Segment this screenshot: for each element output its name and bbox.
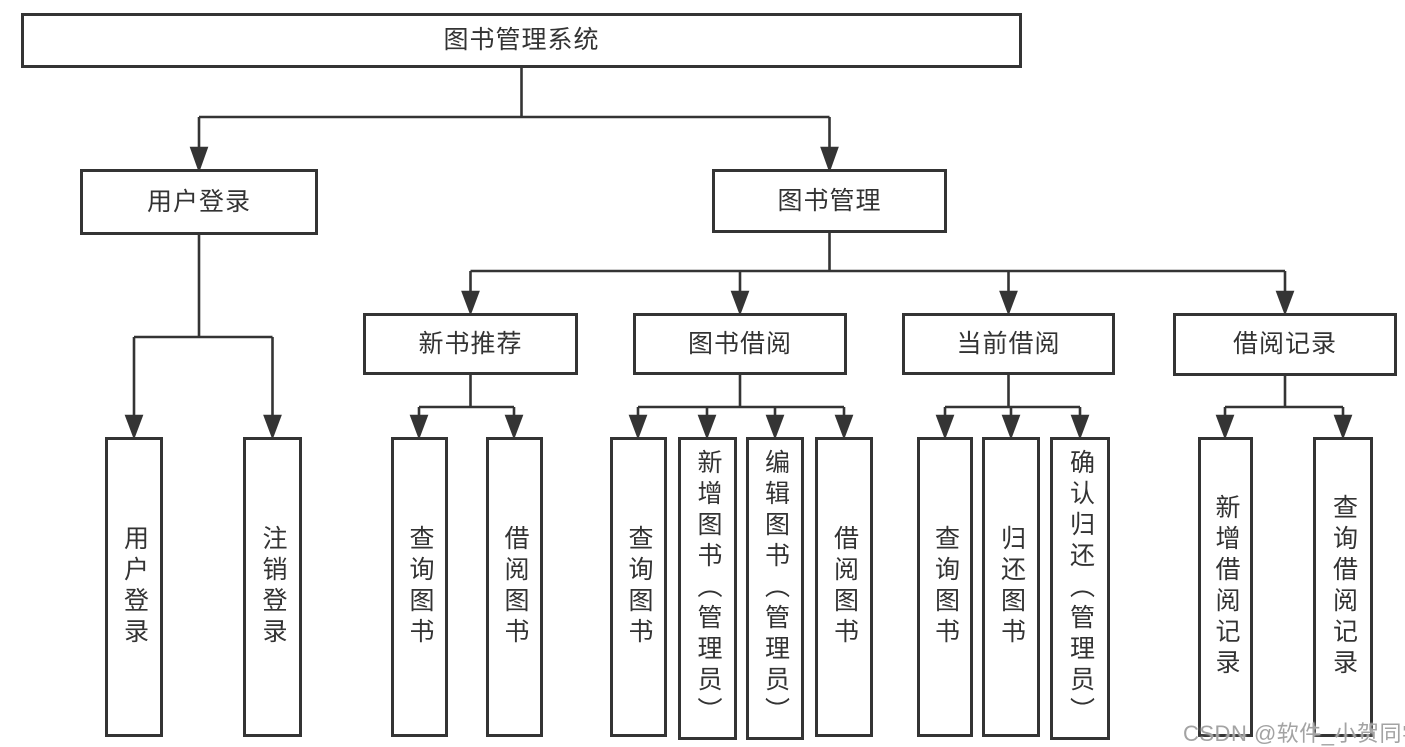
leaf-logout-login: 注销登录 <box>243 437 302 737</box>
node-user-login: 用户登录 <box>80 169 318 235</box>
node-borrow-records-label: 借阅记录 <box>1232 330 1337 358</box>
leaf-add-book-admin-label: 新增图书（管理员） <box>694 449 722 728</box>
leaf-query-book-borrow: 查询图书 <box>610 437 667 737</box>
leaf-logout-login-label: 注销登录 <box>259 525 287 649</box>
leaf-edit-book-admin-label: 编辑图书（管理员） <box>761 449 790 728</box>
leaf-borrow-book-borrow-label: 借阅图书 <box>830 525 859 649</box>
node-root-system: 图书管理系统 <box>21 13 1022 68</box>
leaf-query-book-recommend-label: 查询图书 <box>406 525 434 649</box>
leaf-user-login: 用户登录 <box>105 437 163 737</box>
leaf-user-login-label: 用户登录 <box>120 525 149 649</box>
node-book-borrow: 图书借阅 <box>633 313 847 375</box>
node-new-book-recommend: 新书推荐 <box>363 313 578 375</box>
leaf-borrow-book-recommend-label: 借阅图书 <box>501 525 529 649</box>
leaf-query-book-recommend: 查询图书 <box>391 437 448 737</box>
leaf-query-borrow-record: 查询借阅记录 <box>1313 437 1373 737</box>
node-user-login-label: 用户登录 <box>146 187 251 216</box>
node-book-management-label: 图书管理 <box>777 186 882 215</box>
node-current-borrow: 当前借阅 <box>902 313 1115 375</box>
leaf-add-book-admin: 新增图书（管理员） <box>678 437 737 740</box>
leaf-borrow-book-borrow: 借阅图书 <box>815 437 873 737</box>
leaf-borrow-book-recommend: 借阅图书 <box>486 437 543 737</box>
leaf-add-borrow-record: 新增借阅记录 <box>1198 437 1253 737</box>
node-current-borrow-label: 当前借阅 <box>956 329 1061 358</box>
node-new-book-recommend-label: 新书推荐 <box>418 329 523 358</box>
leaf-confirm-return-admin: 确认归还（管理员） <box>1050 437 1110 740</box>
leaf-query-borrow-record-label: 查询借阅记录 <box>1329 494 1358 680</box>
leaf-query-book-borrow-label: 查询图书 <box>625 525 653 649</box>
csdn-watermark: CSDN @软件_小贺同学 <box>1183 721 1405 746</box>
node-book-management: 图书管理 <box>712 169 947 233</box>
leaf-query-book-current-label: 查询图书 <box>931 525 960 649</box>
leaf-query-book-current: 查询图书 <box>917 437 973 737</box>
leaf-add-borrow-record-label: 新增借阅记录 <box>1212 494 1240 680</box>
node-book-borrow-label: 图书借阅 <box>687 329 792 358</box>
node-borrow-records: 借阅记录 <box>1173 313 1397 376</box>
leaf-edit-book-admin: 编辑图书（管理员） <box>746 437 804 740</box>
node-root-label: 图书管理系统 <box>443 26 600 54</box>
leaf-return-book: 归还图书 <box>982 437 1040 737</box>
leaf-confirm-return-admin-label: 确认归还（管理员） <box>1066 449 1095 728</box>
leaf-return-book-label: 归还图书 <box>997 525 1026 649</box>
